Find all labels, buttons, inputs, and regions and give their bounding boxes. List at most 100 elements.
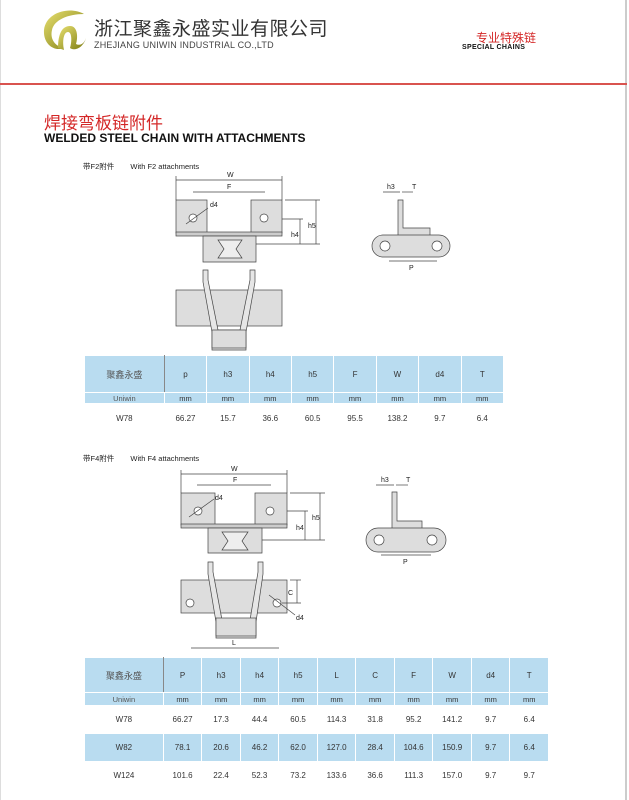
value-cell: 62.0: [278, 733, 318, 762]
value-cell: 22.4: [201, 761, 241, 790]
unit-cell: mm: [162, 692, 203, 706]
unit-cell: mm: [290, 392, 335, 404]
column-header: d4: [418, 355, 462, 393]
table-row: W124 101.6 22.4 52.3 73.2 133.6 36.6 111…: [84, 761, 549, 790]
value-cell: 73.2: [278, 761, 318, 790]
unit-cell: mm: [509, 692, 549, 706]
column-header: p: [163, 355, 208, 393]
dim-label-t: T: [406, 477, 411, 484]
column-header: d4: [470, 657, 511, 693]
value-cell: 46.2: [239, 733, 280, 762]
value-cell: 78.1: [162, 733, 203, 762]
table-row: W82 78.1 20.6 46.2 62.0 127.0 28.4 104.6…: [84, 733, 549, 762]
column-header: L: [316, 657, 357, 693]
brand-cn: 聚鑫永盛: [84, 657, 164, 693]
company-name-cn: 浙江聚鑫永盛实业有限公司: [94, 18, 329, 40]
dim-label-c: C: [288, 590, 293, 597]
dim-label-d4-lower: d4: [296, 615, 304, 622]
caption-cn: 带F2附件: [83, 162, 115, 171]
value-cell: 60.5: [278, 705, 318, 734]
value-cell: 9.7: [470, 705, 511, 734]
dim-label-h3: h3: [381, 477, 389, 484]
f4-spec-table: 聚鑫永盛 P h3 h4 h5 L C F W d4 T Uniwin mm m…: [84, 657, 549, 790]
column-header: W: [375, 355, 420, 393]
dim-label-p: P: [409, 265, 414, 272]
section1-caption: 带F2附件 With F2 attachments: [83, 161, 213, 172]
model-cell: W124: [84, 761, 164, 790]
dim-label-h4: h4: [291, 232, 299, 239]
value-cell: 111.3: [393, 761, 434, 790]
value-cell: 17.3: [201, 705, 241, 734]
value-cell: 141.2: [432, 705, 472, 734]
page-title-cn: 焊接弯板链附件: [44, 114, 163, 134]
header-row: 聚鑫永盛 P h3 h4 h5 L C F W d4 T: [84, 657, 549, 693]
value-cell: 9.7: [509, 761, 549, 790]
value-cell: 138.2: [375, 403, 420, 433]
column-header: P: [162, 657, 203, 693]
column-header: h4: [248, 355, 292, 393]
column-header: h5: [278, 657, 318, 693]
dim-label-h5: h5: [312, 515, 320, 522]
value-cell: 6.4: [509, 733, 549, 762]
unit-cell: mm: [239, 692, 280, 706]
caption-en: With F2 attachments: [130, 162, 200, 171]
caption-cn: 带F4附件: [83, 454, 115, 463]
model-cell: W82: [84, 733, 164, 762]
column-header: F: [393, 657, 434, 693]
value-cell: 6.4: [460, 403, 505, 433]
units-row: Uniwin mm mm mm mm mm mm mm mm mm mm: [84, 692, 549, 706]
dim-label-f: F: [227, 184, 231, 191]
value-cell: 36.6: [355, 761, 395, 790]
column-header: h3: [206, 355, 250, 393]
column-header: h3: [201, 657, 241, 693]
caption-en: With F4 attachments: [130, 454, 200, 463]
unit-cell: mm: [316, 692, 357, 706]
category-cn: 专业特殊链: [476, 31, 537, 45]
value-cell: 9.7: [470, 733, 511, 762]
value-cell: 127.0: [316, 733, 357, 762]
value-cell: 150.9: [432, 733, 472, 762]
unit-cell: mm: [375, 392, 420, 404]
header-row: 聚鑫永盛 p h3 h4 h5 F W d4 T: [84, 355, 505, 393]
unit-cell: mm: [206, 392, 250, 404]
column-header: C: [355, 657, 395, 693]
dim-label-l: L: [232, 640, 236, 647]
column-header: h4: [239, 657, 280, 693]
column-header: h5: [290, 355, 335, 393]
category-en: SPECIAL CHAINS: [462, 44, 526, 51]
unit-cell: mm: [432, 692, 472, 706]
f2-spec-table: 聚鑫永盛 p h3 h4 h5 F W d4 T Uniwin mm mm mm…: [84, 355, 505, 433]
brand-cn: 聚鑫永盛: [84, 355, 165, 393]
unit-cell: mm: [355, 692, 395, 706]
value-cell: 66.27: [163, 403, 208, 433]
value-cell: 44.4: [239, 705, 280, 734]
value-cell: 114.3: [316, 705, 357, 734]
table-row: W78 66.27 15.7 36.6 60.5 95.5 138.2 9.7 …: [84, 403, 505, 433]
company-logo: [43, 10, 86, 50]
dim-label-f: F: [233, 477, 237, 484]
dim-label-w: W: [231, 466, 238, 473]
value-cell: 20.6: [201, 733, 241, 762]
brand-en: Uniwin: [84, 392, 165, 404]
value-cell: 9.7: [418, 403, 462, 433]
value-cell: 60.5: [290, 403, 335, 433]
unit-cell: mm: [248, 392, 292, 404]
value-cell: 157.0: [432, 761, 472, 790]
dim-label-w: W: [227, 172, 234, 179]
value-cell: 36.6: [248, 403, 292, 433]
dim-label-h4: h4: [296, 525, 304, 532]
value-cell: 15.7: [206, 403, 250, 433]
units-row: Uniwin mm mm mm mm mm mm mm mm: [84, 392, 505, 404]
dim-label-d4: d4: [210, 202, 218, 209]
unit-cell: mm: [163, 392, 208, 404]
column-header: T: [460, 355, 505, 393]
unit-cell: mm: [333, 392, 377, 404]
value-cell: 95.2: [393, 705, 434, 734]
value-cell: 28.4: [355, 733, 395, 762]
dim-label-p: P: [403, 559, 408, 566]
value-cell: 6.4: [509, 705, 549, 734]
company-name-en: ZHEJIANG UNIWIN INDUSTRIAL CO.,LTD: [94, 40, 274, 50]
unit-cell: mm: [460, 392, 505, 404]
value-cell: 52.3: [239, 761, 280, 790]
